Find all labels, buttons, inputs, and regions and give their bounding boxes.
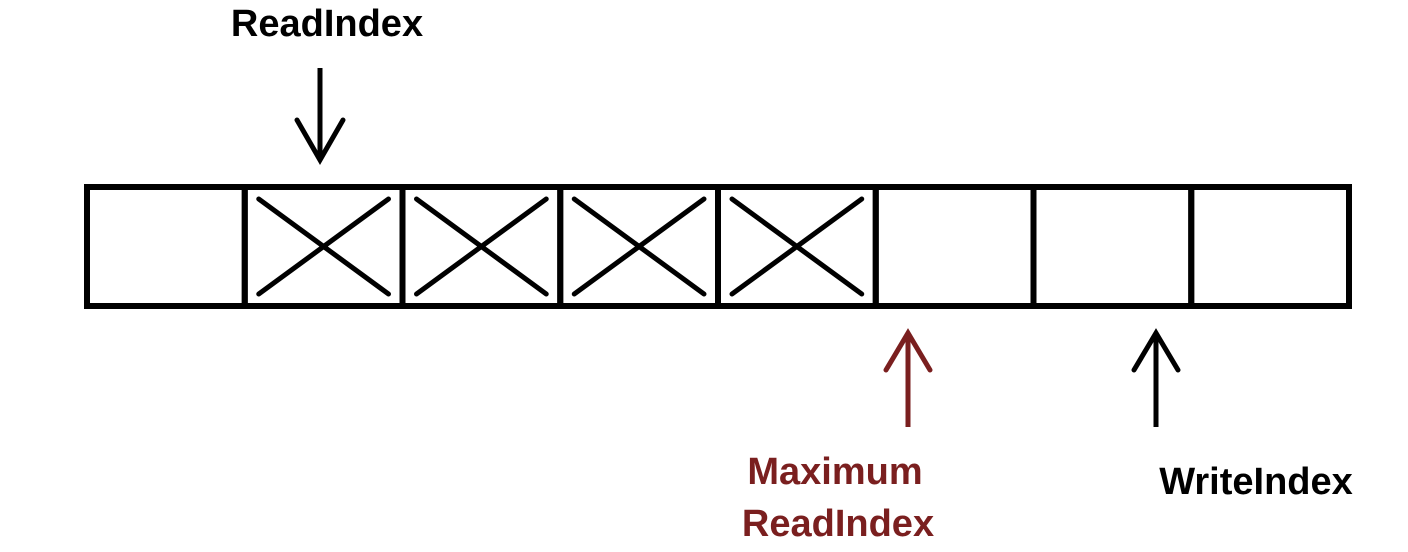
- maximum-read-index-label-line1: Maximum: [747, 451, 922, 493]
- filled-slot-cross-icon: [571, 196, 707, 297]
- buffer-slot: [1188, 184, 1352, 309]
- read-index-label: ReadIndex: [231, 3, 423, 45]
- buffer-cells: [84, 184, 1352, 309]
- filled-slot-cross-icon: [729, 196, 865, 297]
- write-index-label: WriteIndex: [1159, 461, 1353, 503]
- maximum-read-index-arrow-icon: [883, 328, 933, 427]
- buffer-slot: [84, 184, 248, 309]
- filled-slot-cross-icon: [414, 196, 549, 297]
- maximum-read-index-label-line2: ReadIndex: [742, 503, 934, 545]
- filled-slot-cross-icon: [256, 196, 391, 297]
- buffer-slot: [1030, 184, 1195, 309]
- read-index-arrow-icon: [294, 68, 346, 166]
- buffer-slot: [872, 184, 1037, 309]
- write-index-arrow-icon: [1131, 328, 1181, 427]
